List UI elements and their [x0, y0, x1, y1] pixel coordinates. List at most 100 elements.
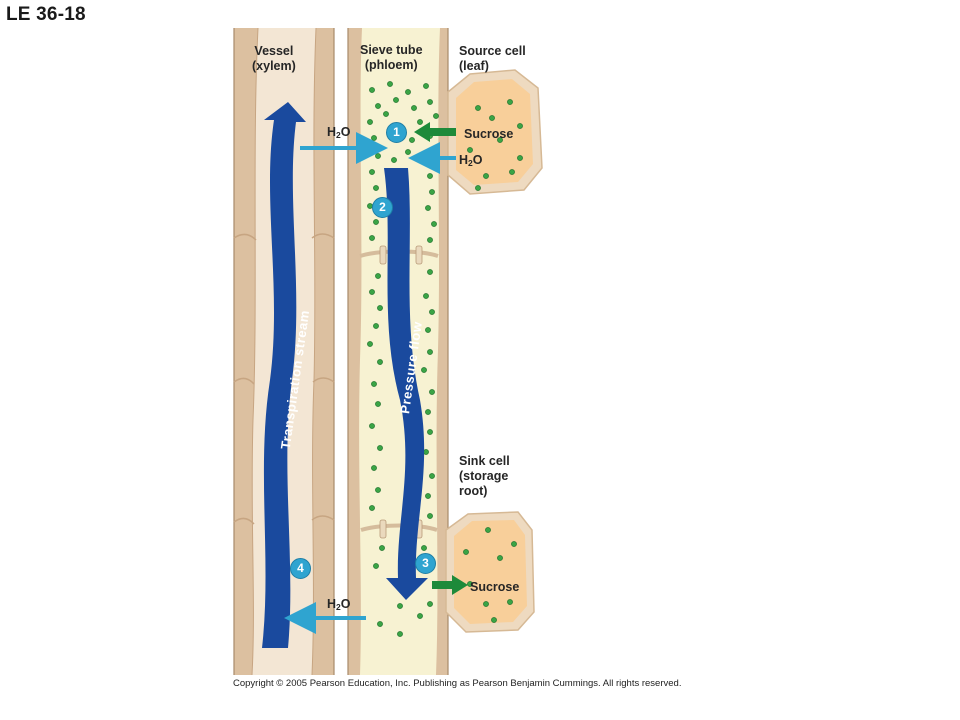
step-badge-1: 1	[386, 122, 407, 143]
sucrose-dot	[405, 149, 411, 155]
sucrose-dot	[371, 465, 377, 471]
sucrose-dot	[427, 429, 433, 435]
sucrose-dot	[375, 401, 381, 407]
sucrose-dot	[497, 555, 503, 561]
sucrose-dot	[393, 97, 399, 103]
sieve-tube-label: Sieve tube(phloem)	[360, 43, 423, 72]
sucrose-dot	[371, 381, 377, 387]
sucrose-dot	[507, 599, 513, 605]
sucrose-dot	[423, 83, 429, 89]
sucrose-dot	[377, 359, 383, 365]
sucrose-dot	[367, 119, 373, 125]
sucrose-molecules	[367, 81, 523, 637]
sucrose-dot	[379, 545, 385, 551]
sucrose-dot	[369, 423, 375, 429]
sucrose-dot	[369, 169, 375, 175]
sucrose-dot	[421, 367, 427, 373]
sucrose-dot	[421, 545, 427, 551]
sucrose-dot	[425, 327, 431, 333]
sucrose-dot	[427, 349, 433, 355]
sucrose-dot	[509, 169, 515, 175]
sucrose-dot	[369, 87, 375, 93]
sucrose-dot	[427, 173, 433, 179]
step-badge-3: 3	[415, 553, 436, 574]
sucrose-dot	[427, 99, 433, 105]
step-badge-2: 2	[372, 197, 393, 218]
step-badge-4: 4	[290, 558, 311, 579]
sucrose-dot	[427, 513, 433, 519]
sucrose-arrow-phloem-to-sink	[432, 575, 468, 595]
sucrose-dot	[397, 631, 403, 637]
sucrose-dot	[417, 613, 423, 619]
sucrose-dot	[433, 113, 439, 119]
sucrose-dot	[517, 123, 523, 129]
source-cell	[456, 79, 533, 185]
sucrose-dot	[427, 601, 433, 607]
sucrose-dot	[405, 89, 411, 95]
sucrose-dot	[427, 237, 433, 243]
source-cell-label: Source cell(leaf)	[459, 44, 526, 73]
copyright-notice: Copyright © 2005 Pearson Education, Inc.…	[233, 678, 682, 689]
sucrose-dot	[489, 115, 495, 121]
sucrose-dot	[511, 541, 517, 547]
sucrose-dot	[467, 581, 473, 587]
sucrose-dot	[483, 601, 489, 607]
sucrose-dot	[375, 153, 381, 159]
sucrose-dot	[375, 487, 381, 493]
pressure-flow-arrow	[384, 168, 428, 600]
sucrose-dot	[411, 105, 417, 111]
sucrose-dot	[371, 135, 377, 141]
sucrose-dot	[367, 341, 373, 347]
water-label-sink: H2O	[327, 597, 351, 612]
sucrose-dot	[429, 309, 435, 315]
sucrose-dot	[377, 621, 383, 627]
sucrose-dot	[409, 137, 415, 143]
figure-id: LE 36-18	[6, 4, 86, 25]
sucrose-dot	[383, 111, 389, 117]
sucrose-dot	[425, 409, 431, 415]
sucrose-arrow-source-to-phloem	[414, 122, 456, 142]
sucrose-dot	[429, 473, 435, 479]
sucrose-dot	[369, 235, 375, 241]
sucrose-dot	[373, 563, 379, 569]
sucrose-dot	[429, 389, 435, 395]
transpiration-stream-arrow	[262, 102, 306, 648]
sucrose-dot	[391, 157, 397, 163]
sucrose-dot	[463, 549, 469, 555]
sucrose-dot	[375, 273, 381, 279]
sucrose-dot	[377, 305, 383, 311]
sucrose-dot	[369, 289, 375, 295]
sucrose-dot	[425, 493, 431, 499]
sucrose-dot	[397, 603, 403, 609]
sucrose-dot	[373, 323, 379, 329]
sucrose-label-sink: Sucrose	[470, 580, 520, 594]
sucrose-dot	[467, 147, 473, 153]
sucrose-dot	[417, 119, 423, 125]
sucrose-dot	[431, 221, 437, 227]
sucrose-dot	[423, 293, 429, 299]
sucrose-dot	[369, 505, 375, 511]
sucrose-dot	[507, 99, 513, 105]
sucrose-dot	[475, 185, 481, 191]
sucrose-dot	[375, 103, 381, 109]
sucrose-dot	[429, 189, 435, 195]
sucrose-dot	[427, 269, 433, 275]
sucrose-dot	[475, 105, 481, 111]
sucrose-dot	[425, 205, 431, 211]
sucrose-label-source: Sucrose	[464, 127, 514, 141]
sucrose-dot	[483, 173, 489, 179]
sucrose-dot	[485, 527, 491, 533]
water-label-xylem: H2O	[327, 125, 351, 140]
sucrose-dot	[497, 137, 503, 143]
sucrose-dot	[517, 155, 523, 161]
vessel-label: Vessel(xylem)	[252, 44, 296, 73]
sucrose-dot	[373, 219, 379, 225]
sucrose-dot	[377, 445, 383, 451]
sucrose-dot	[387, 81, 393, 87]
sucrose-dot	[423, 449, 429, 455]
water-label-source: H2O	[459, 153, 483, 168]
sucrose-dot	[373, 185, 379, 191]
sink-cell	[454, 520, 527, 624]
